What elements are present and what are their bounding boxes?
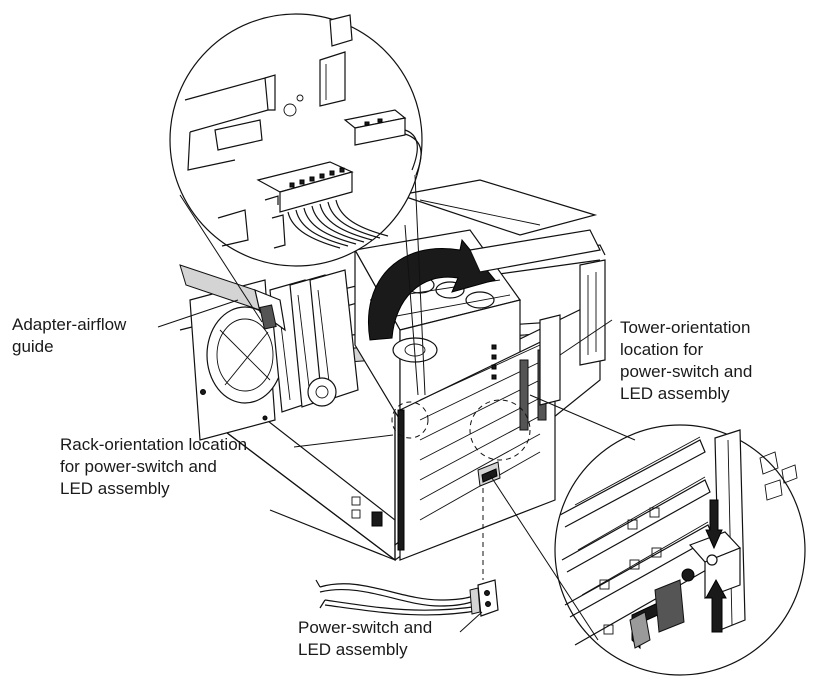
- media-bays: [397, 179, 606, 406]
- adapter-airflow-guide-line-1: Adapter-airflow: [12, 315, 127, 334]
- adapter-airflow-guide-label: Adapter-airflow guide: [12, 315, 131, 356]
- power-switch-led-cable: [315, 488, 499, 617]
- rack-orientation-line-3: LED assembly: [60, 479, 170, 498]
- power-switch-led-line-1: Power-switch and: [298, 618, 432, 637]
- magnified-detail-top: [169, 13, 423, 267]
- rack-orientation-line-1: Rack-orientation location: [60, 435, 247, 454]
- tower-orientation-line-4: LED assembly: [620, 384, 730, 403]
- power-switch-led-line-2: LED assembly: [298, 640, 408, 659]
- drive-cage: [351, 329, 556, 561]
- rack-orientation-label: Rack-orientation location for power-swit…: [60, 435, 252, 498]
- tower-orientation-line-3: power-switch and: [620, 362, 752, 381]
- led-panel-slot: [477, 461, 501, 487]
- tower-orientation-label: Tower-orientation location for power-swi…: [620, 318, 757, 403]
- adapter-airflow-guide-line-2: guide: [12, 337, 54, 356]
- curved-arrow-icon: [368, 238, 496, 341]
- magnified-detail-bottom: [554, 424, 806, 676]
- adapter-airflow-guide: [179, 264, 286, 332]
- rear-panel: [189, 279, 284, 441]
- tower-orientation-line-1: Tower-orientation: [620, 318, 750, 337]
- power-switch-led-label: Power-switch and LED assembly: [298, 618, 437, 659]
- rack-orientation-line-2: for power-switch and: [60, 457, 217, 476]
- tower-orientation-line-2: location for: [620, 340, 703, 359]
